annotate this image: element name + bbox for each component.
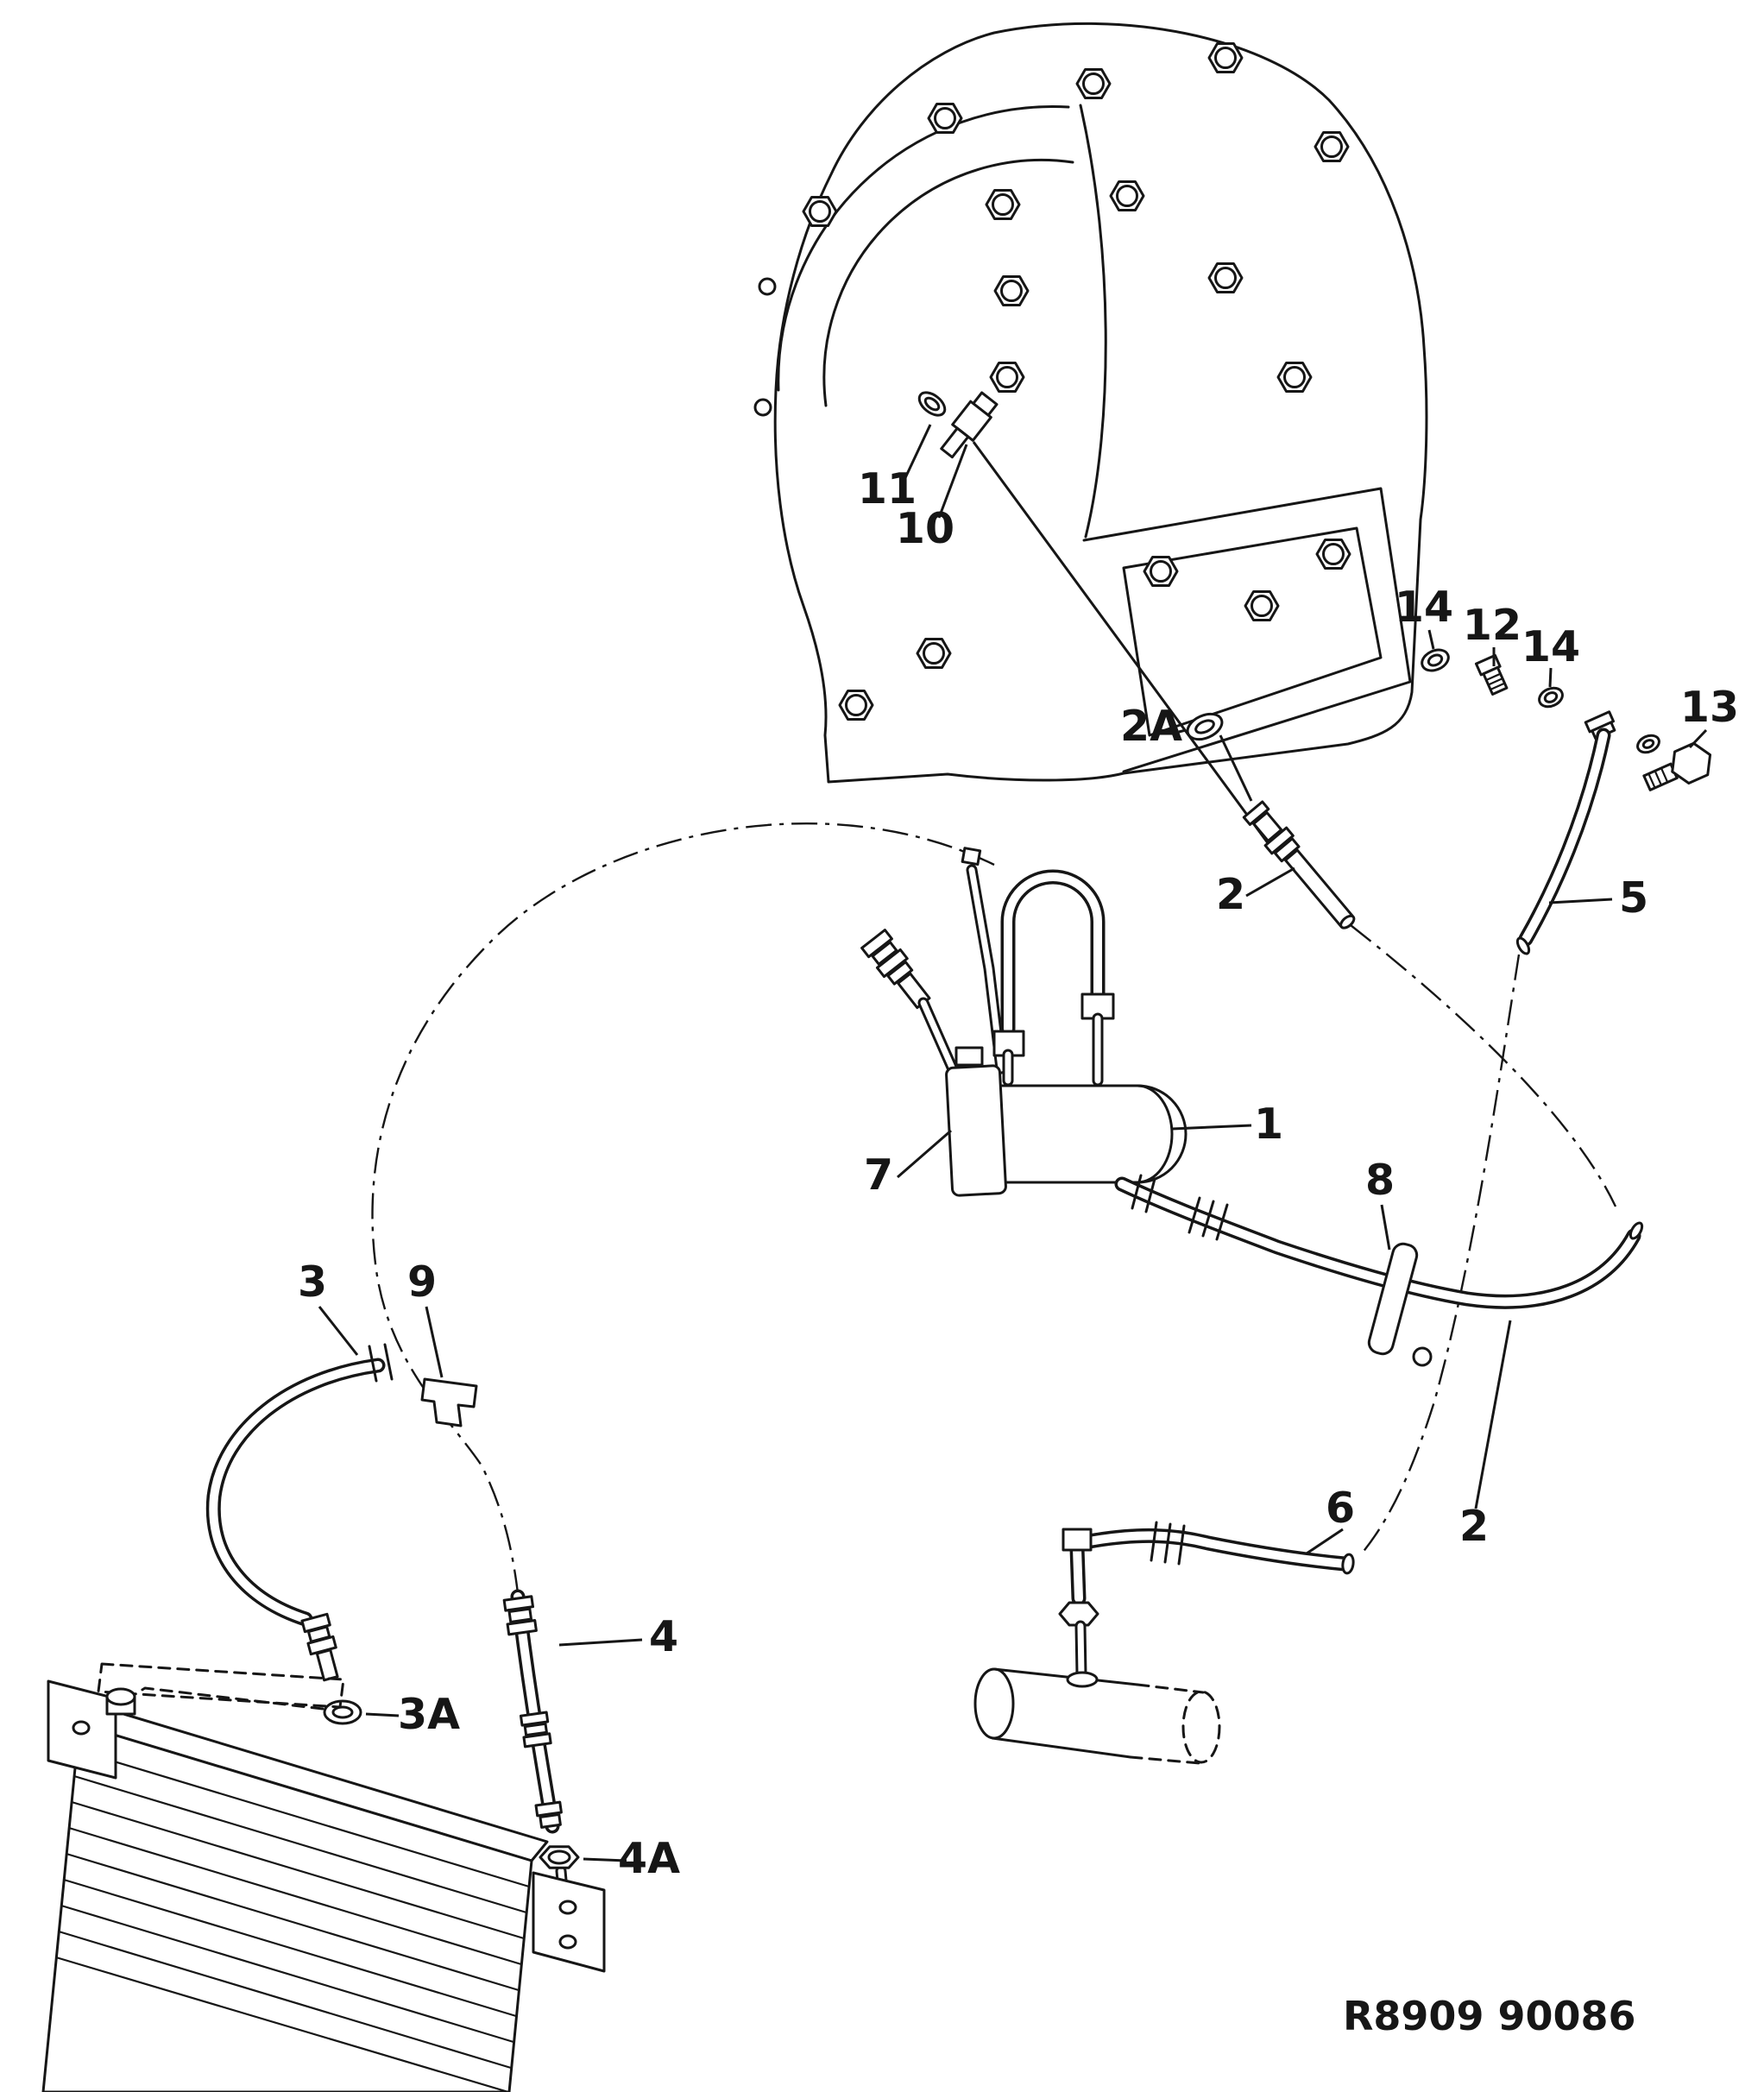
callout-9-label: 9 [407, 1257, 437, 1307]
union-pipe [973, 1667, 1221, 1765]
washer-part-14-left [1421, 648, 1450, 672]
transmission-housing [753, 22, 1428, 784]
callout-labels: 11 10 2A 2 14 12 14 13 5 1 7 8 2 6 3 9 3… [298, 464, 1739, 1883]
hose-part-6 [1058, 1521, 1355, 1680]
hose-part-2-upper [1242, 800, 1356, 929]
bypass-valve-assembly-part-1 [860, 847, 1188, 1197]
cooler-fins [54, 1749, 531, 2092]
callout-13-label: 13 [1680, 683, 1739, 732]
washer-before-bolt-13 [1636, 734, 1660, 754]
callout-5-label: 5 [1619, 873, 1648, 923]
housing-bolts [802, 42, 1351, 721]
oil-cooler [41, 1679, 606, 2092]
callout-6-label: 6 [1326, 1484, 1355, 1533]
cooler-right-bracket [532, 1871, 606, 1973]
clip-part-8 [1367, 1242, 1433, 1367]
hidden-tank-outline [97, 1662, 345, 1709]
callout-11-label: 11 [858, 464, 917, 514]
leader-2a-to-fitting [1219, 734, 1253, 802]
hose-part-3 [205, 1343, 394, 1682]
washer-part-11 [917, 391, 947, 417]
callout-7-label: 7 [864, 1150, 893, 1200]
fitting-part-10 [940, 391, 999, 459]
callout-2-upper-label: 2 [1216, 870, 1245, 919]
callout-2-lower-label: 2 [1459, 1502, 1489, 1551]
callout-2a-label: 2A [1120, 702, 1182, 751]
nut-part-4a [539, 1845, 580, 1869]
callout-10-label: 10 [896, 504, 954, 553]
callout-14-right-label: 14 [1521, 622, 1580, 671]
oring-part-3a [323, 1699, 362, 1725]
ribbed-connector [860, 929, 931, 1010]
callout-3a-label: 3A [398, 1690, 460, 1739]
leader-10-to-hose2 [972, 441, 1275, 851]
callout-8-label: 8 [1365, 1156, 1395, 1205]
clamp-bolt-part-7 [954, 1046, 984, 1067]
drawing-reference-code: R8909 90086 [1343, 1993, 1636, 2039]
bolt-part-13 [1642, 741, 1712, 791]
clamp-strap-part-7 [945, 1064, 1007, 1197]
hose-part-5 [1515, 710, 1616, 955]
clip-part-9 [420, 1377, 478, 1427]
leader-lines [318, 424, 1708, 1862]
callout-3-label: 3 [298, 1257, 327, 1307]
callout-1-label: 1 [1254, 1100, 1283, 1149]
phantom-routing-lines [371, 822, 1617, 1594]
callout-4-label: 4 [649, 1612, 678, 1661]
cooler-left-bracket [47, 1679, 117, 1780]
callout-4a-label: 4A [618, 1834, 680, 1883]
callout-12-label: 12 [1463, 601, 1521, 650]
callout-14-left-label: 14 [1395, 583, 1453, 632]
locator-dash-3a [135, 1686, 324, 1711]
washer-part-14-right [1538, 686, 1564, 709]
oring-part-2a [1186, 712, 1224, 741]
hose-6-nut [1058, 1601, 1099, 1627]
